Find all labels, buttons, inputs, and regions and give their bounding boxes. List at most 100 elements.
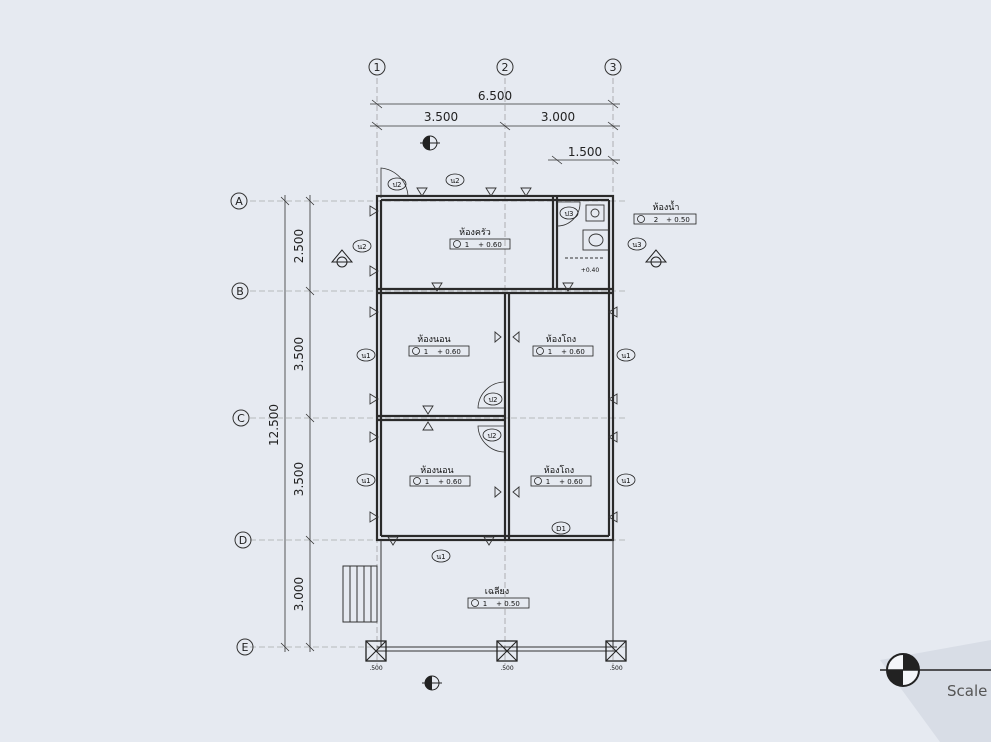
dimension-bay-2-3: 3.000: [541, 110, 575, 124]
room-elevation: + 0.50: [496, 600, 520, 608]
window-markers: [369, 187, 618, 546]
section-marker-left: [330, 249, 354, 268]
entry-steps: [342, 565, 378, 623]
room-elevation: + 0.60: [438, 478, 462, 486]
left-dimension-lines: [280, 195, 315, 652]
svg-text:D1: D1: [556, 525, 566, 533]
svg-text:น2: น2: [450, 177, 459, 185]
window-tag-n1-bottom: น1: [431, 549, 451, 563]
room-name: ห้องนอน: [420, 465, 453, 476]
row-bubble-b: B: [231, 282, 249, 300]
scale-label: Scale: [947, 682, 987, 700]
svg-text:น1: น1: [621, 477, 630, 485]
row-bubble-e: E: [236, 638, 254, 656]
bathroom-fixtures: [565, 204, 610, 259]
door-tag-p2-mid-2: ป2: [482, 428, 502, 442]
door-swings: [380, 167, 581, 453]
window-tag-n1-right-1: น1: [616, 348, 636, 362]
room-level: 1: [465, 241, 469, 249]
svg-text:ป2: ป2: [488, 432, 497, 440]
footing-marker-2: .500: [496, 640, 518, 672]
footing-label-2: .500: [500, 665, 514, 672]
section-marker-right: [644, 249, 668, 268]
row-bubble-a: A: [230, 192, 248, 210]
column-bubble-1: 1: [368, 58, 386, 76]
column-label-3: 3: [610, 61, 617, 74]
svg-text:ป3: ป3: [565, 210, 574, 218]
window-tag-n2-top: น2: [445, 173, 465, 187]
section-marker-top: [420, 135, 440, 151]
room-level: 1: [425, 478, 429, 486]
room-name: ห้องโถง: [546, 334, 576, 345]
room-name: ห้องครัว: [459, 227, 491, 238]
room-veranda: เฉลียง 1 + 0.50: [467, 586, 530, 609]
svg-text:น1: น1: [436, 553, 445, 561]
room-elevation: + 0.50: [666, 216, 690, 224]
footing-label-1: .500: [369, 665, 383, 672]
room-bathroom: ห้องน้ำ 2 + 0.50: [633, 200, 697, 225]
room-elevation: + 0.60: [561, 348, 585, 356]
room-name: ห้องน้ำ: [653, 200, 680, 213]
row-label-c: C: [237, 412, 245, 425]
svg-text:ป2: ป2: [489, 396, 498, 404]
room-name: เฉลียง: [485, 586, 509, 597]
footing-marker-3: .500: [605, 640, 627, 672]
room-level: 1: [483, 600, 487, 608]
svg-text:น3: น3: [632, 241, 641, 249]
room-level: 1: [546, 478, 550, 486]
window-tag-n1-left-2: น1: [356, 473, 376, 487]
row-label-d: D: [239, 534, 247, 547]
svg-text:ป2: ป2: [393, 181, 402, 189]
dimension-span-c-d: 3.500: [292, 462, 306, 496]
svg-text:น2: น2: [357, 243, 366, 251]
svg-text:น1: น1: [361, 352, 370, 360]
dimension-bay-1-2: 3.500: [424, 110, 458, 124]
dimension-span-b-c: 3.500: [292, 337, 306, 371]
window-tag-n1-left-1: น1: [356, 348, 376, 362]
svg-text:น1: น1: [621, 352, 630, 360]
column-label-1: 1: [374, 61, 381, 74]
footing-marker-1: .500: [365, 640, 387, 672]
row-label-a: A: [235, 195, 243, 208]
walls: [375, 194, 615, 542]
door-tag-p3: ป3: [559, 206, 579, 220]
svg-text:น1: น1: [361, 477, 370, 485]
dimension-overall-depth: 12.500: [267, 404, 281, 446]
column-bubble-2: 2: [496, 58, 514, 76]
top-dimension-lines: [370, 99, 620, 165]
room-bedroom-1: ห้องนอน 1 + 0.60: [408, 334, 470, 357]
room-hall-2: ห้องโถง 1 + 0.60: [530, 465, 592, 487]
room-level: 2: [654, 216, 658, 224]
room-level: 1: [548, 348, 552, 356]
window-tag-n2-left: น2: [352, 239, 372, 253]
door-tag-p2-mid-1: ป2: [483, 392, 503, 406]
room-hall-1: ห้องโถง 1 + 0.60: [532, 334, 594, 357]
column-bubble-3: 3: [604, 58, 622, 76]
room-bedroom-2: ห้องนอน 1 + 0.60: [409, 465, 471, 487]
door-tag-p2-top: ป2: [387, 177, 407, 191]
dimension-span-d-e: 3.000: [292, 577, 306, 611]
room-name: ห้องโถง: [544, 465, 574, 476]
row-label-b: B: [236, 285, 244, 298]
column-label-2: 2: [502, 61, 509, 74]
section-marker-bottom: [422, 675, 442, 691]
footing-label-3: .500: [609, 665, 623, 672]
dimension-bathroom-width: 1.500: [568, 145, 602, 159]
row-bubble-c: C: [232, 409, 250, 427]
door-tag-d1: D1: [551, 521, 571, 535]
room-elevation: + 0.60: [559, 478, 583, 486]
room-kitchen: ห้องครัว 1 + 0.60: [449, 227, 511, 250]
window-tag-n1-right-2: น1: [616, 473, 636, 487]
north-arrow-icon: [880, 653, 991, 687]
dimension-overall-width: 6.500: [478, 89, 512, 103]
room-name: ห้องนอน: [417, 334, 450, 345]
window-tag-n3: น3: [627, 237, 647, 251]
row-label-e: E: [242, 641, 249, 654]
bathroom-floor-level: +0.40: [581, 267, 600, 274]
room-elevation: + 0.60: [478, 241, 502, 249]
row-bubble-d: D: [234, 531, 252, 549]
room-level: 1: [424, 348, 428, 356]
room-elevation: + 0.60: [437, 348, 461, 356]
